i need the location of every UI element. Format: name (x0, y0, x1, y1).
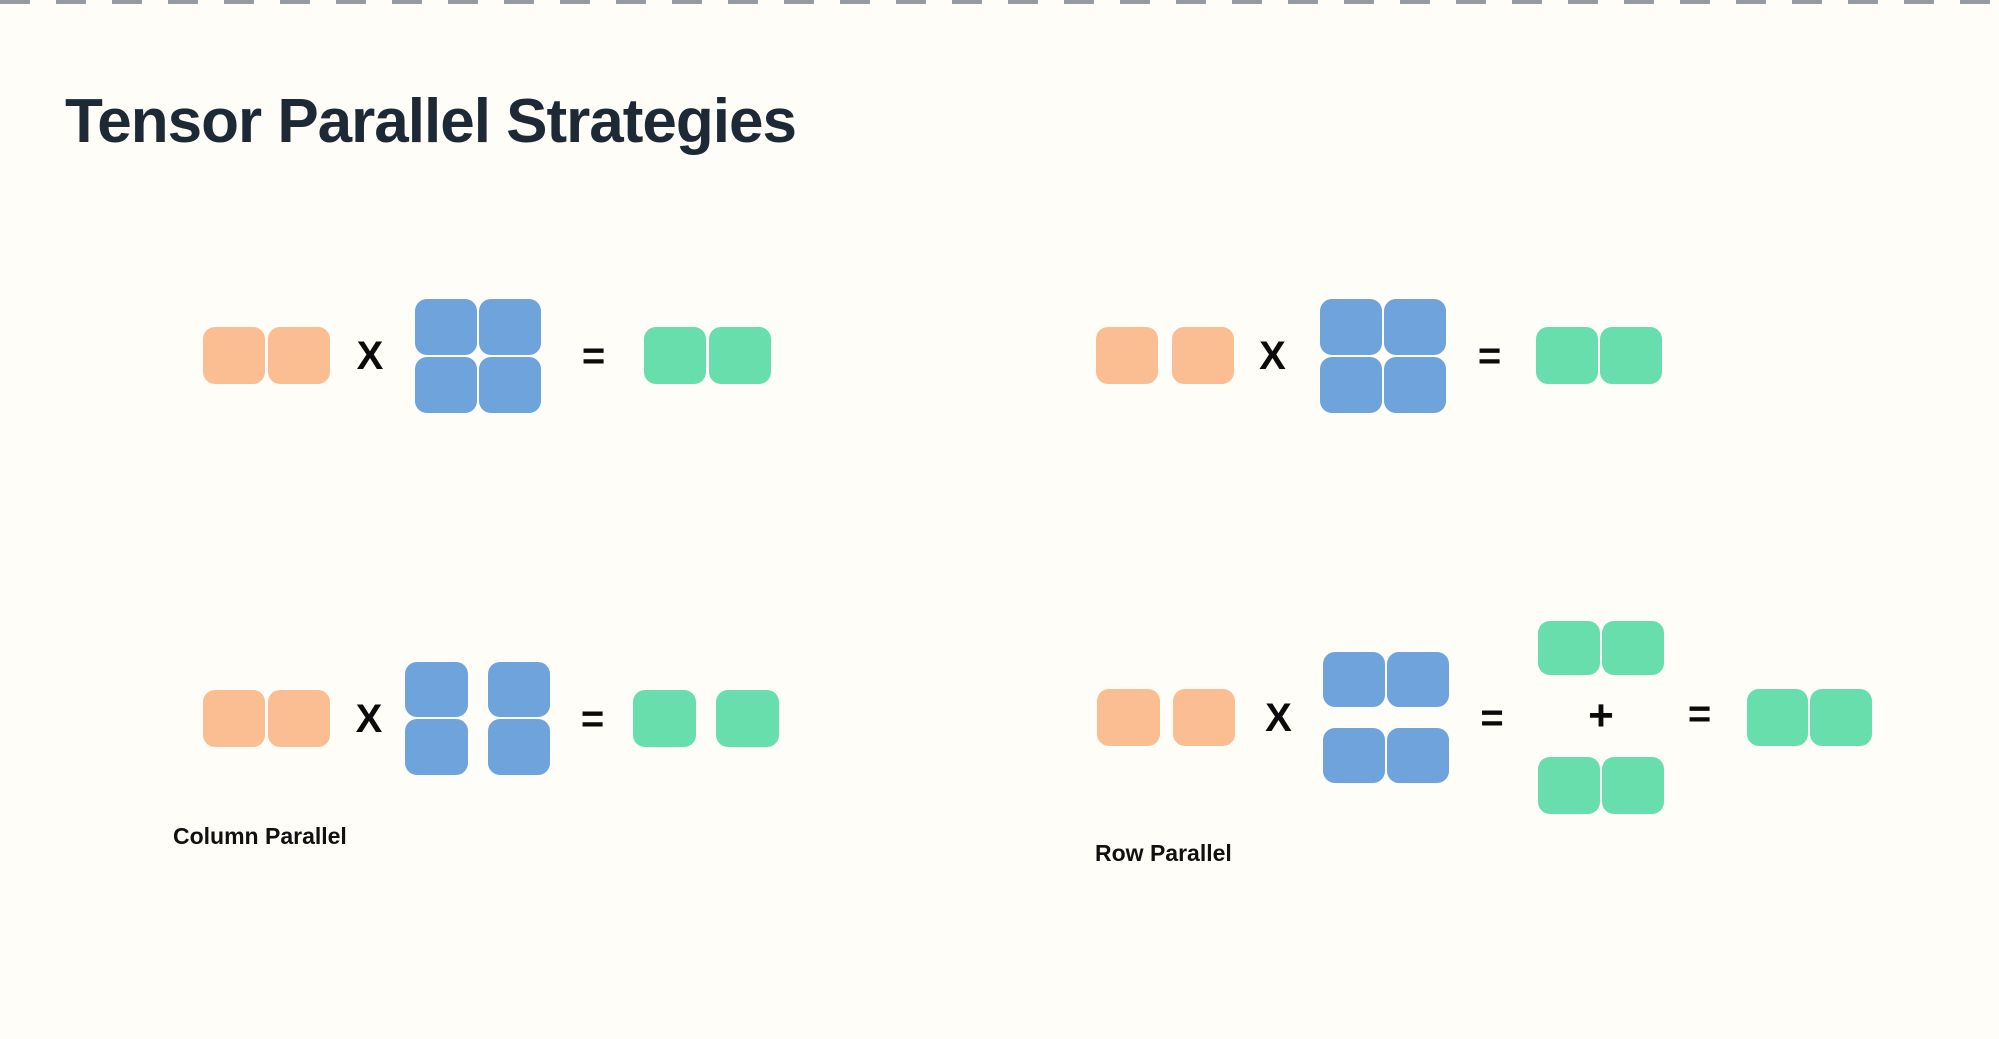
output-block (644, 327, 706, 384)
multiply-operator: X (355, 696, 383, 741)
input-vector (203, 690, 330, 747)
weight-block (1387, 728, 1449, 783)
weight-block (488, 719, 550, 775)
output-block (1810, 689, 1872, 746)
partial-output-vector (1538, 621, 1664, 675)
weight-block (405, 662, 468, 717)
output-block (633, 690, 696, 747)
input-block (268, 690, 330, 747)
figure-baseline-left: X = (203, 298, 771, 413)
output-vector (644, 327, 771, 384)
input-block (268, 327, 330, 384)
weight-block (415, 356, 477, 413)
input-vector (1096, 327, 1234, 384)
output-vector (1747, 689, 1872, 746)
output-vector (1536, 327, 1662, 384)
multiply-operator: X (356, 333, 384, 378)
multiply-operator: X (1265, 695, 1292, 740)
output-block (1747, 689, 1808, 746)
row-parallel-label: Row Parallel (1095, 840, 1232, 866)
weight-block (1320, 356, 1382, 413)
output-vector-sharded (633, 690, 779, 747)
weight-matrix-column-split (405, 662, 550, 775)
equals-operator: = (580, 696, 605, 741)
top-dashed-border (0, 0, 1999, 4)
weight-block (415, 298, 477, 355)
output-block (1600, 327, 1662, 384)
partial-outputs-stack: + (1538, 621, 1664, 814)
input-vector (203, 327, 330, 384)
output-block (716, 690, 779, 747)
figure-column-parallel: X = (203, 662, 779, 775)
output-block (1538, 757, 1600, 814)
partial-output-vector (1538, 757, 1664, 814)
equals-operator: = (581, 333, 606, 378)
output-block (1536, 327, 1598, 384)
weight-matrix (415, 298, 541, 413)
input-block (203, 690, 265, 747)
output-block (1538, 621, 1600, 675)
weight-block (1323, 728, 1385, 783)
input-block (1173, 689, 1235, 746)
weight-matrix-row-split (1323, 652, 1449, 783)
weight-block (1387, 652, 1449, 707)
output-block (709, 327, 771, 384)
multiply-operator: X (1259, 333, 1286, 378)
weight-matrix (1320, 298, 1446, 413)
weight-block (1323, 652, 1385, 707)
weight-block (1320, 298, 1382, 355)
weight-block (479, 298, 541, 355)
input-block (1097, 689, 1160, 746)
input-block (1096, 327, 1158, 384)
weight-block (405, 719, 468, 775)
column-parallel-label: Column Parallel (173, 823, 347, 849)
output-block (1602, 757, 1664, 814)
equals-operator: = (1480, 695, 1504, 740)
weight-block (488, 662, 550, 717)
figure-row-parallel: X = + = (1097, 621, 1872, 814)
equals-operator: = (1687, 692, 1712, 736)
plus-operator: + (1588, 691, 1614, 740)
figure-baseline-right: X = (1096, 298, 1662, 413)
equals-operator: = (1477, 333, 1502, 378)
weight-block (479, 356, 541, 413)
input-block (203, 327, 265, 384)
weight-block (1384, 356, 1446, 413)
input-vector (1097, 689, 1235, 746)
output-block (1602, 621, 1664, 675)
weight-block (1384, 298, 1446, 355)
input-block (1172, 327, 1234, 384)
page-title: Tensor Parallel Strategies (65, 86, 797, 156)
